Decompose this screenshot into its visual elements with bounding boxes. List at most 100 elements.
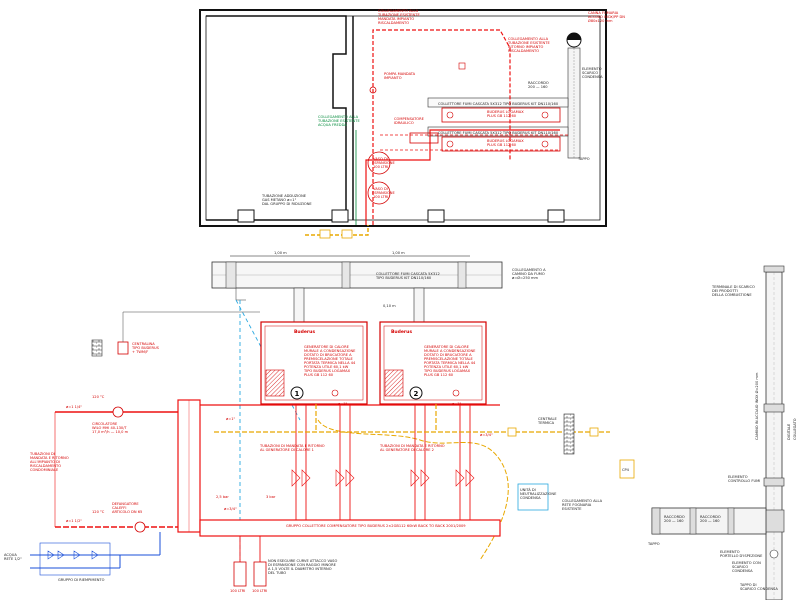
ctrl-pressure-2: 3 bar — [266, 495, 276, 499]
boiler-2: Buderus GENERATORE DI CALORE MURALE A CO… — [379, 321, 487, 405]
note-n14-l1: GAS METANO ø=1" — [262, 198, 297, 202]
plan-outer-wall — [199, 9, 607, 227]
circulator-l1: WILO MHI 40-130/T — [92, 426, 127, 430]
flue-l3-0: RACCORDO — [700, 515, 721, 519]
boiler-2-l5: POTENZA UTILE 60,1 kW — [424, 365, 469, 369]
plan-supply-pipe — [372, 29, 511, 225]
boiler-2-l6: TIPO BUDERUS LOGAMAX — [423, 369, 471, 373]
note-n1-l2: MANDATA IMPIANTO — [378, 17, 414, 21]
note-n9-l1: PLUS GB 112 60 — [487, 143, 517, 147]
expansion-note-l1: DI ESPANSIONE CON RAGGIO MINORE — [268, 563, 337, 567]
flue-elevation: TERMINALE DI SCARICO DEI PRODOTTI DELLA … — [647, 265, 797, 600]
water-inlet-l1: RETE 1/2" — [4, 557, 22, 561]
boiler-1-l5: POTENZA UTILE 60,1 kW — [304, 365, 349, 369]
control-unit-l1: TIPO BUDERUS — [131, 346, 160, 350]
condensate-drain-l0: COLLEGAMENTO ALLA — [562, 499, 603, 503]
condensate-unit — [517, 483, 549, 511]
dim-label-1: 1,00 m — [274, 251, 287, 255]
flue-conn-l2: ø=Ø=250 mm — [512, 275, 539, 280]
note-n16-l2: CONDENSA — [582, 75, 603, 79]
condensate-unit-l2: CONDENSA — [520, 496, 541, 500]
boiler-2-l3: PREMISCELAZIONE TOTALE — [424, 357, 474, 361]
boiler-2-l7: PLUS GB 112 60 — [424, 373, 454, 377]
flue-l7-0: TAPPO — [647, 542, 660, 546]
pipe-size-2: ø=1" — [338, 402, 347, 406]
expansion-vessel-a — [233, 561, 247, 587]
note-n9-l0: BUDERUS LOGAMAX — [487, 139, 524, 143]
plan-expansion-vessel-2 — [367, 181, 391, 205]
note-n16-l1: SCARICO — [582, 71, 598, 75]
plan-niche-2 — [331, 209, 349, 223]
flue-l3-1: 200 — 160 — [700, 519, 720, 523]
note-n10-l0: COLLEGAMENTO ALLA — [318, 115, 359, 119]
note-n1-l0: COLLEGAMENTO ALLA — [378, 9, 419, 13]
flue-vertical-0: CAMINO IN ACCIAIO INOX Ø=200 mm — [754, 372, 759, 440]
boiler-pipes-1-l0: TUBAZIONI DI MANDATA E RITORNO — [259, 444, 325, 448]
supply-label-l3: RISCALDAMENTO — [30, 464, 61, 468]
manifold-label: GRUPPO COLLETTORE COMPENSATORE TIPO BUDE… — [286, 524, 466, 528]
gas-meter-label: CP4 — [622, 468, 630, 472]
note-n2-l0: COLLEGAMENTO ALLA — [508, 37, 549, 41]
flue-l4-0: ELEMENTO — [720, 550, 740, 554]
flue-l6-1: SCARICO CONDENSA — [740, 587, 778, 591]
note-n6: COLLETTORE FUMI CASCATA 5X312 TIPO BUDER… — [438, 102, 559, 106]
note-n1-l3: RISCALDAMENTO — [378, 21, 409, 25]
flue-l2-0: RACCORDO — [664, 515, 685, 519]
note-n12-l0: VASO DI — [373, 157, 388, 161]
note-n4-l0: POMPA MANDATA — [384, 72, 416, 76]
note-n2-l2: RITORNO IMPIANTO — [508, 45, 543, 49]
plan-boiler-1 — [441, 107, 561, 123]
pipe-size-1: ø=1" — [226, 417, 235, 421]
temp-label-1: 120 °C — [92, 395, 105, 399]
filling-group — [39, 542, 111, 576]
plan-inner-wall — [205, 15, 601, 221]
vessel-label-a: 100 LTRI — [230, 589, 245, 593]
plan-boiler-2 — [441, 136, 561, 152]
boiler-2-l4: PORTATA TERMICA NELLA 44 — [424, 361, 476, 365]
note-n12-l1: ESPANSIONE — [372, 161, 395, 165]
boiler-1-brand: Buderus — [294, 329, 315, 335]
flue-l0-2: DELLA COMBUSTIONE — [712, 293, 752, 297]
flue-vertical-2: COLLEGATO — [793, 418, 797, 440]
note-n7: COLLETTORE FUMI CASCATA 5X312 TIPO BUDER… — [438, 131, 559, 135]
boiler-1-number: 1 — [295, 390, 300, 398]
supply-label-l1: MANDATA E RITORNO — [30, 456, 69, 460]
thermal-unit-l0: CENTRALE — [538, 417, 557, 421]
condensate-drain-l1: RETE FOGNARIA — [562, 503, 592, 507]
pipe-size-4: ø=1 1/2" — [66, 519, 82, 523]
boiler-2-l0: GENERATORE DI CALORE — [424, 345, 470, 349]
note-n5-l0: RACCORDO — [528, 81, 549, 85]
flue-l1-0: ELEMENTO — [728, 475, 748, 479]
expansion-note-l3: DEL TUBO — [268, 571, 286, 575]
flue-l2-1: 200 — 160 — [664, 519, 684, 523]
flue-l1-1: CONTROLLO FUMI — [728, 479, 760, 483]
boiler-1-l3: PREMISCELAZIONE TOTALE — [304, 357, 354, 361]
boiler-1-l4: PORTATA TERMICA NELLA 44 — [304, 361, 356, 365]
note-n2-l1: TUBAZIONE ESISTENTE — [507, 41, 550, 45]
expansion-vessel-b — [253, 561, 267, 587]
boiler-pipes-2-l0: TUBAZIONI DI MANDATA E RITORNO — [379, 444, 445, 448]
note-n15: TAPPO — [577, 157, 590, 161]
flue-conn-l0: COLLEGAMENTO A — [512, 268, 546, 272]
flue-l5-0: ELEMENTO CON — [732, 561, 761, 565]
flue-l5-1: SCARICO — [732, 565, 748, 569]
note-n11-l0: COMPENSATORE — [394, 117, 425, 121]
boiler-2-number: 2 — [414, 390, 419, 398]
note-n8-l0: BUDERUS LOGAMAX — [487, 110, 524, 114]
flue-l6-0: TAPPO DI — [739, 583, 757, 587]
boiler-1-l6: TIPO BUDERUS LOGAMAX — [303, 369, 351, 373]
degasser-l2: ARTICOLO DN 65 — [112, 510, 142, 514]
boiler-1: Buderus GENERATORE DI CALORE MURALE A CO… — [260, 321, 368, 405]
flue-l0-0: TERMINALE DI SCARICO — [711, 285, 755, 289]
note-n4-l1: IMPIANTO — [384, 76, 402, 80]
flue-horizontal — [651, 507, 767, 535]
note-n10-l1: TUBAZIONE ESISTENTE — [317, 119, 360, 123]
note-n13-l0: VASO DI — [373, 187, 388, 191]
flue-collector-l1: TIPO BUDERUS KIT DN110/160 — [375, 276, 432, 280]
boiler-2-brand: Buderus — [391, 329, 412, 335]
condensate-unit-l0: UNITÀ DI — [520, 487, 536, 492]
condensate-drain-l2: ESISTENTE — [562, 507, 582, 511]
plan-view: COLLEGAMENTO ALLA TUBAZIONE ESISTENTE MA… — [199, 9, 625, 239]
plan-niche-1 — [237, 209, 255, 223]
plan-pipe-3 — [380, 134, 570, 151]
